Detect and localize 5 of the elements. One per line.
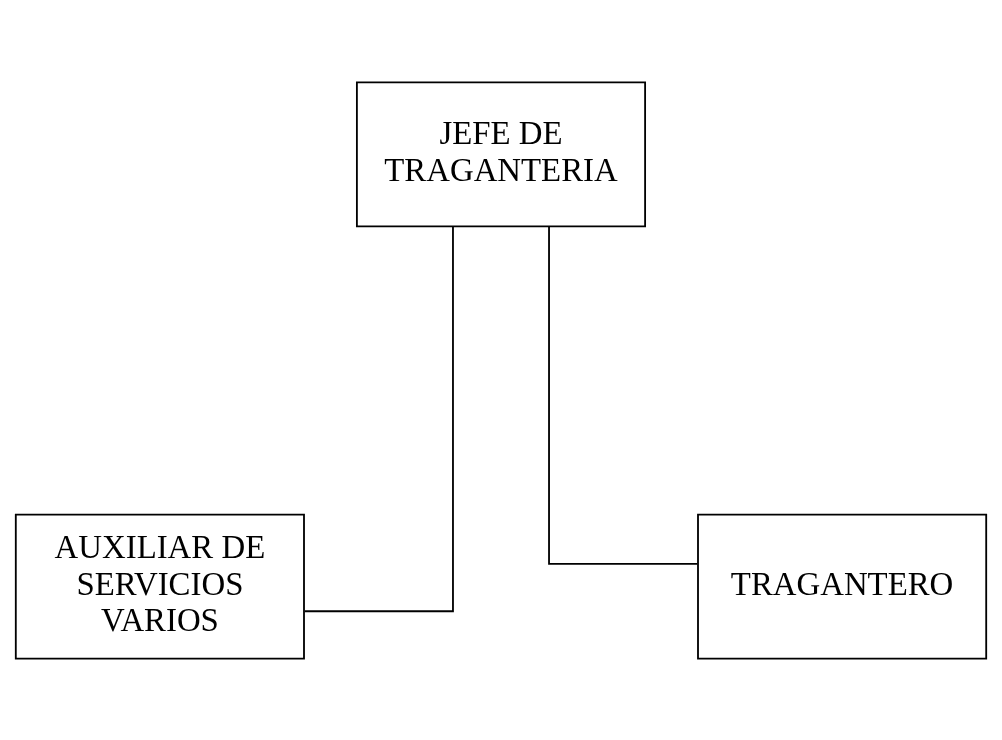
connector [303, 225, 454, 612]
node-box: TRAGANTERO [697, 513, 988, 660]
node-box: JEFE DE TRAGANTERIA [356, 80, 646, 227]
node-box: AUXILIAR DE SERVICIOS VARIOS [14, 513, 305, 660]
connector [548, 225, 699, 565]
